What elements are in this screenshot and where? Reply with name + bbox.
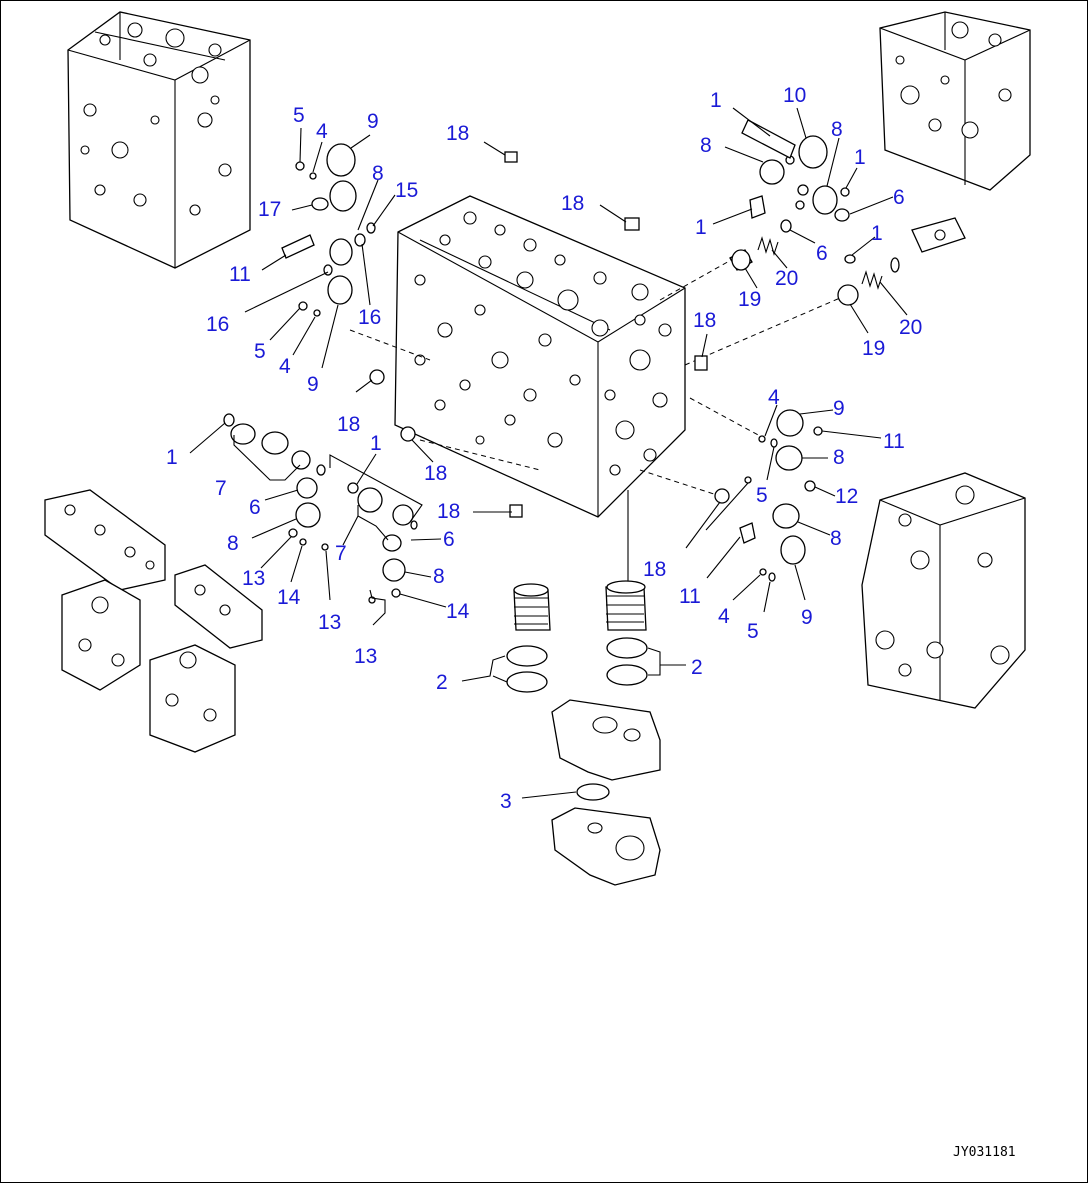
callout-14: 14 bbox=[277, 586, 301, 609]
callout-9: 9 bbox=[833, 397, 845, 420]
callout-8: 8 bbox=[433, 565, 445, 588]
valve-stack-view-top-left bbox=[67, 11, 251, 269]
callout-12: 12 bbox=[835, 485, 858, 508]
callout-16: 16 bbox=[206, 313, 229, 336]
callout-11: 11 bbox=[229, 263, 251, 286]
callout-8: 8 bbox=[700, 134, 712, 157]
callout-18: 18 bbox=[446, 122, 469, 145]
callout-4: 4 bbox=[279, 355, 291, 378]
callout-13: 13 bbox=[318, 611, 341, 634]
callout-9: 9 bbox=[801, 606, 813, 629]
callout-14: 14 bbox=[446, 600, 470, 623]
callout-19: 19 bbox=[862, 337, 885, 360]
callout-1: 1 bbox=[370, 432, 382, 455]
callout-1: 1 bbox=[166, 446, 178, 469]
callout-5: 5 bbox=[254, 340, 266, 363]
callout-5: 5 bbox=[747, 620, 759, 643]
callout-20: 20 bbox=[899, 316, 922, 339]
callout-8: 8 bbox=[227, 532, 239, 555]
callout-6: 6 bbox=[893, 186, 905, 209]
callout-8: 8 bbox=[833, 446, 845, 469]
projection-lines bbox=[349, 254, 841, 585]
callout-19: 19 bbox=[738, 288, 761, 311]
callout-11: 11 bbox=[883, 430, 905, 453]
callout-1: 1 bbox=[710, 89, 722, 112]
callout-10: 10 bbox=[783, 84, 806, 107]
callout-8: 8 bbox=[830, 527, 842, 550]
callout-8: 8 bbox=[831, 118, 843, 141]
drawing-code: JY031181 bbox=[953, 1145, 1016, 1160]
callout-1: 1 bbox=[854, 146, 866, 169]
valve-stack-view-right bbox=[861, 472, 1026, 709]
callout-4: 4 bbox=[316, 120, 328, 143]
callout-7: 7 bbox=[335, 542, 347, 565]
callout-2: 2 bbox=[436, 671, 448, 694]
callout-18: 18 bbox=[424, 462, 447, 485]
callout-18: 18 bbox=[693, 309, 716, 332]
callout-1: 1 bbox=[871, 222, 883, 245]
callout-9: 9 bbox=[307, 373, 319, 396]
callout-6: 6 bbox=[443, 528, 455, 551]
main-valve-block bbox=[394, 195, 686, 518]
callout-1: 1 bbox=[695, 216, 707, 239]
callout-8: 8 bbox=[372, 162, 384, 185]
callout-5: 5 bbox=[293, 104, 305, 127]
callout-2: 2 bbox=[691, 656, 703, 679]
callout-3: 3 bbox=[500, 790, 512, 813]
leader-lines bbox=[189, 107, 908, 799]
callout-6: 6 bbox=[249, 496, 261, 519]
callout-16: 16 bbox=[358, 306, 381, 329]
callout-4: 4 bbox=[718, 605, 730, 628]
callout-7: 7 bbox=[215, 477, 227, 500]
callout-18: 18 bbox=[561, 192, 584, 215]
callout-18: 18 bbox=[643, 558, 666, 581]
callout-9: 9 bbox=[367, 110, 379, 133]
callout-17: 17 bbox=[258, 198, 281, 221]
callout-18: 18 bbox=[437, 500, 460, 523]
callout-labels: 5 4 9 8 15 17 11 16 16 5 4 9 18 18 18 1 … bbox=[166, 84, 922, 813]
valve-sections-view-bottom-left bbox=[44, 489, 263, 753]
callout-13: 13 bbox=[242, 567, 265, 590]
callout-18: 18 bbox=[337, 413, 360, 436]
callout-4: 4 bbox=[768, 386, 780, 409]
valve-stack-view-top-right bbox=[879, 11, 1031, 191]
valve-block-ports bbox=[414, 211, 672, 476]
callout-15: 15 bbox=[395, 179, 418, 202]
callout-13: 13 bbox=[354, 645, 377, 668]
callout-20: 20 bbox=[775, 267, 798, 290]
callout-5: 5 bbox=[756, 484, 768, 507]
callout-6: 6 bbox=[816, 242, 828, 265]
callout-11: 11 bbox=[679, 585, 701, 608]
